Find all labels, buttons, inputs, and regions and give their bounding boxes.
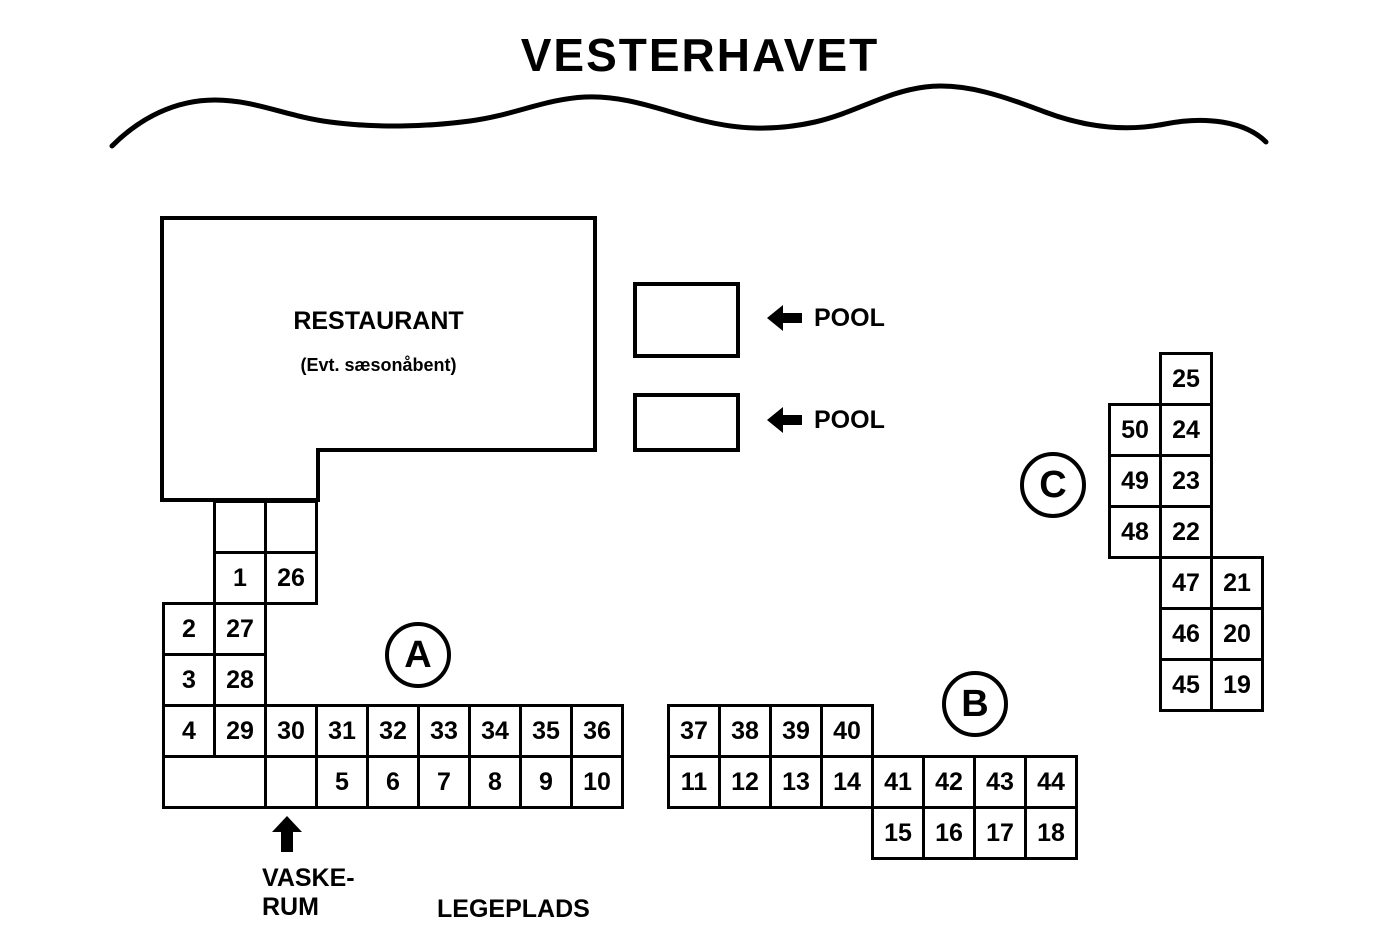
unit-44: 44 xyxy=(1024,755,1078,809)
unit-17: 17 xyxy=(973,806,1027,860)
unit-7: 7 xyxy=(417,755,471,809)
arrow-head xyxy=(767,305,783,331)
empty-cell xyxy=(213,500,267,554)
unit-41: 41 xyxy=(871,755,925,809)
pool-1 xyxy=(633,282,740,358)
arrow-shaft xyxy=(281,830,293,852)
section-b-badge: B xyxy=(942,671,1008,737)
pool-1-label: POOL xyxy=(814,304,885,332)
restaurant-name: RESTAURANT xyxy=(293,307,464,335)
unit-16: 16 xyxy=(922,806,976,860)
sea-wave-line xyxy=(109,83,1269,149)
unit-35: 35 xyxy=(519,704,573,758)
page-title: VESTERHAVET xyxy=(520,29,880,81)
unit-50: 50 xyxy=(1108,403,1162,457)
restaurant-outline xyxy=(160,216,597,502)
unit-26: 26 xyxy=(264,551,318,605)
unit-15: 15 xyxy=(871,806,925,860)
laundry-label: VASKE- RUM xyxy=(262,864,355,922)
empty-cell xyxy=(264,755,318,809)
unit-31: 31 xyxy=(315,704,369,758)
unit-6: 6 xyxy=(366,755,420,809)
unit-21: 21 xyxy=(1210,556,1264,610)
unit-19: 19 xyxy=(1210,658,1264,712)
playground-label: LEGEPLADS xyxy=(437,895,590,923)
unit-43: 43 xyxy=(973,755,1027,809)
unit-39: 39 xyxy=(769,704,823,758)
unit-2: 2 xyxy=(162,602,216,656)
unit-40: 40 xyxy=(820,704,874,758)
unit-30: 30 xyxy=(264,704,318,758)
unit-24: 24 xyxy=(1159,403,1213,457)
section-a-badge: A xyxy=(385,622,451,688)
unit-5: 5 xyxy=(315,755,369,809)
unit-36: 36 xyxy=(570,704,624,758)
restaurant-label-block: RESTAURANT (Evt. sæsonåbent) xyxy=(162,306,595,376)
unit-38: 38 xyxy=(718,704,772,758)
unit-14: 14 xyxy=(820,755,874,809)
unit-49: 49 xyxy=(1108,454,1162,508)
pool-1-arrow-icon xyxy=(767,305,803,331)
unit-27: 27 xyxy=(213,602,267,656)
arrow-shaft xyxy=(781,415,802,425)
empty-cell xyxy=(264,500,318,554)
unit-33: 33 xyxy=(417,704,471,758)
unit-4: 4 xyxy=(162,704,216,758)
laundry-label-line2: RUM xyxy=(262,893,319,921)
unit-10: 10 xyxy=(570,755,624,809)
pool-2-label: POOL xyxy=(814,406,885,434)
unit-9: 9 xyxy=(519,755,573,809)
arrow-head xyxy=(272,816,302,832)
unit-29: 29 xyxy=(213,704,267,758)
unit-13: 13 xyxy=(769,755,823,809)
unit-37: 37 xyxy=(667,704,721,758)
empty-cell xyxy=(162,755,267,809)
unit-8: 8 xyxy=(468,755,522,809)
unit-32: 32 xyxy=(366,704,420,758)
unit-28: 28 xyxy=(213,653,267,707)
unit-12: 12 xyxy=(718,755,772,809)
pool-2-arrow-icon xyxy=(767,407,803,433)
unit-3: 3 xyxy=(162,653,216,707)
unit-48: 48 xyxy=(1108,505,1162,559)
unit-42: 42 xyxy=(922,755,976,809)
unit-22: 22 xyxy=(1159,505,1213,559)
arrow-head xyxy=(767,407,783,433)
unit-25: 25 xyxy=(1159,352,1213,406)
unit-20: 20 xyxy=(1210,607,1264,661)
unit-11: 11 xyxy=(667,755,721,809)
pool-2 xyxy=(633,393,740,452)
restaurant-note: (Evt. sæsonåbent) xyxy=(300,355,457,375)
unit-18: 18 xyxy=(1024,806,1078,860)
unit-45: 45 xyxy=(1159,658,1213,712)
unit-23: 23 xyxy=(1159,454,1213,508)
unit-47: 47 xyxy=(1159,556,1213,610)
unit-46: 46 xyxy=(1159,607,1213,661)
unit-34: 34 xyxy=(468,704,522,758)
laundry-arrow-icon xyxy=(272,816,302,854)
section-c-badge: C xyxy=(1020,452,1086,518)
laundry-label-line1: VASKE- xyxy=(262,864,355,892)
unit-1: 1 xyxy=(213,551,267,605)
arrow-shaft xyxy=(781,313,802,323)
